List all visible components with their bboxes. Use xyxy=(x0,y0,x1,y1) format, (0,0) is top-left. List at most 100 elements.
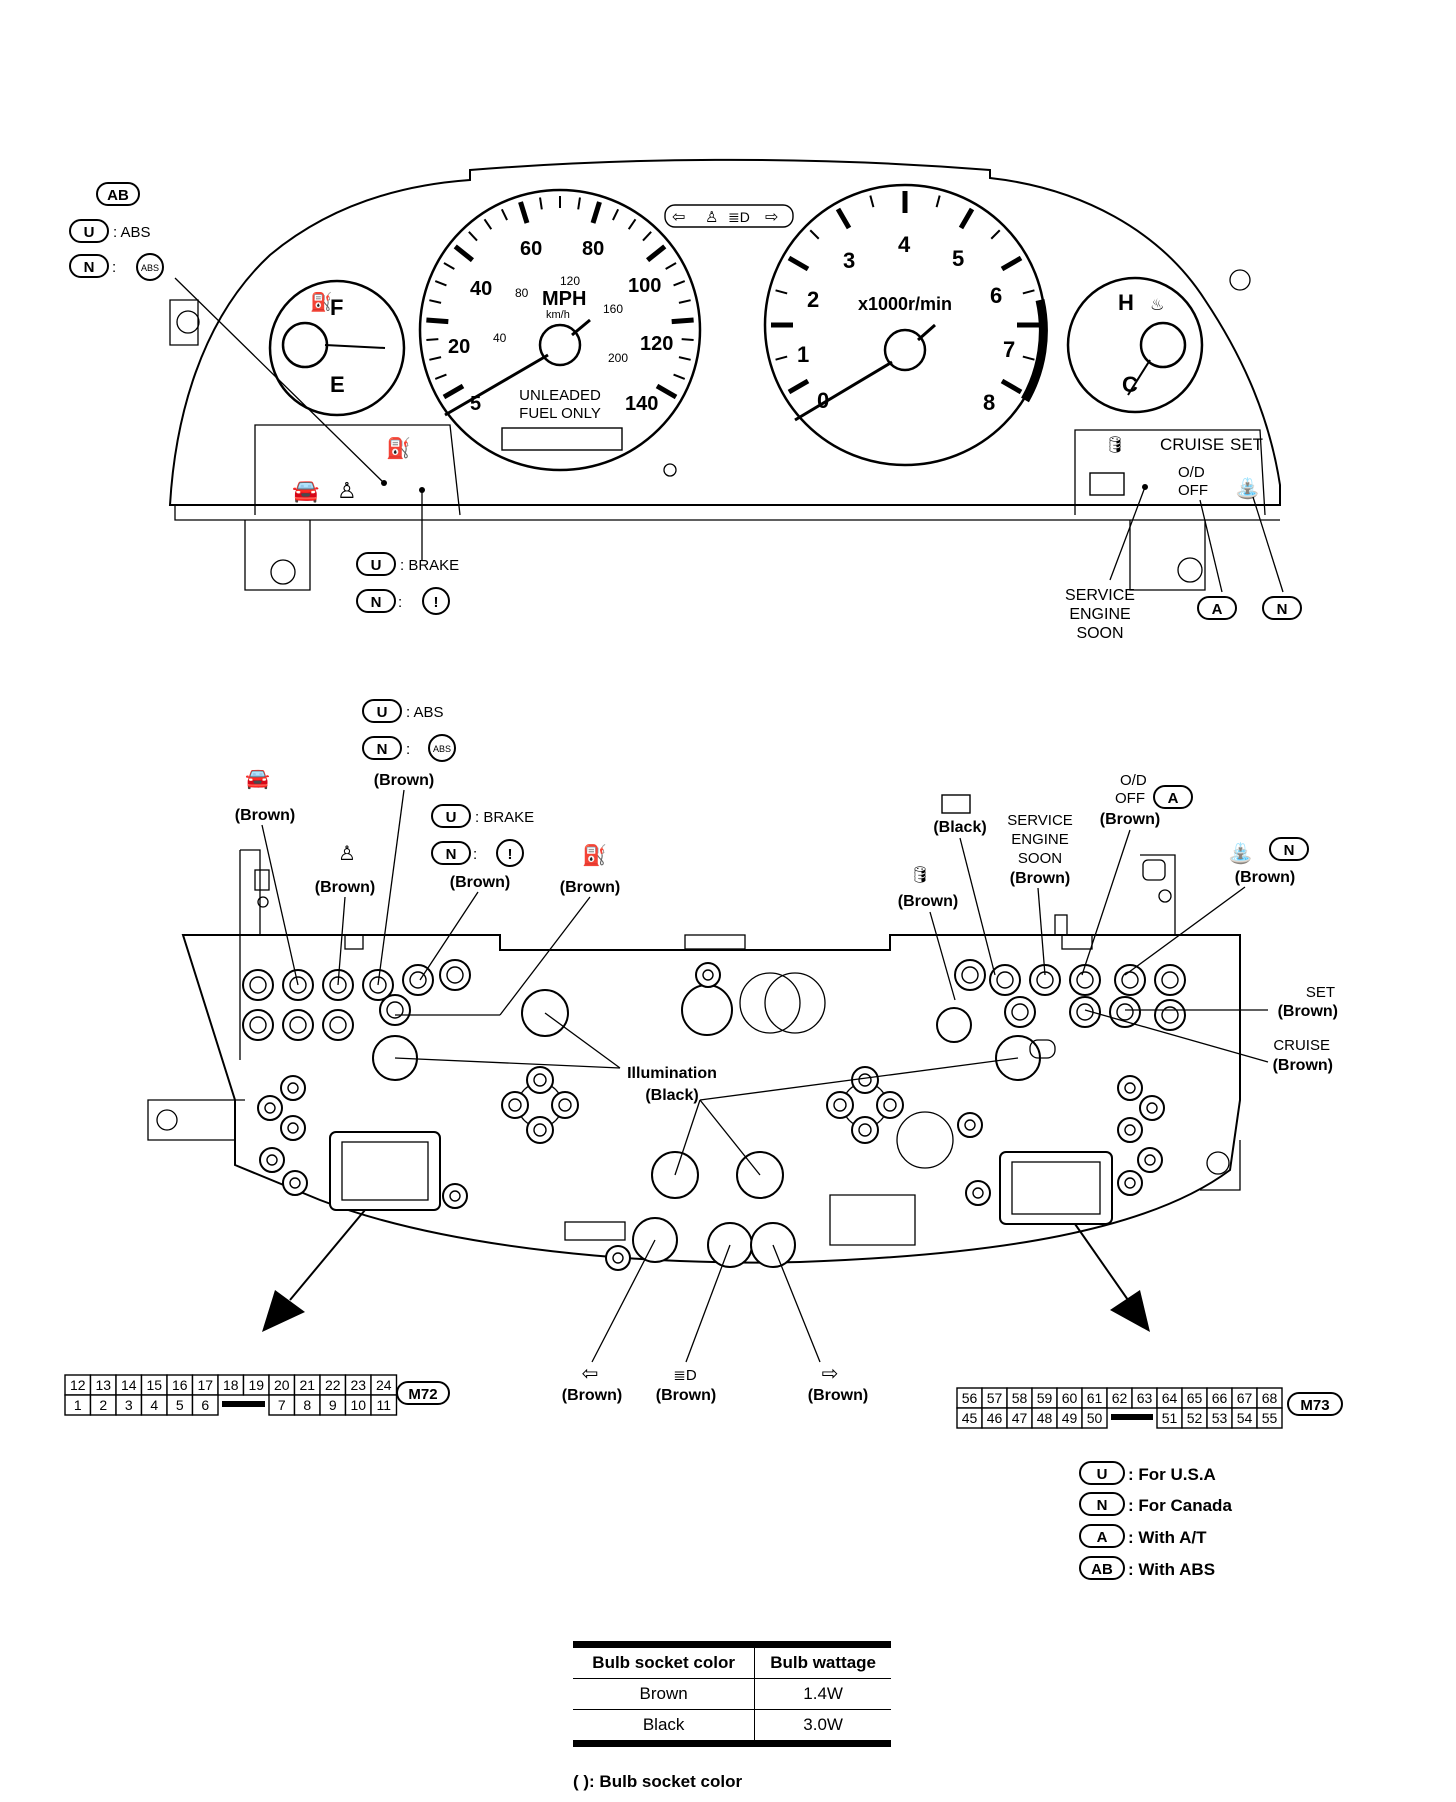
pin-number: 8 xyxy=(303,1397,311,1413)
abs-icon-text: ABS xyxy=(141,263,159,273)
bulb-socket-inner xyxy=(1076,971,1094,989)
brake-icon-circle xyxy=(422,587,450,615)
screw-boss xyxy=(1117,1170,1143,1196)
legend-badge-n-text: N xyxy=(1097,1497,1108,1514)
leader-illum-3 xyxy=(674,1099,701,1176)
tacho-label-6: 6 xyxy=(990,283,1002,308)
gauge-tick xyxy=(678,299,691,304)
badge-n-brake-rear-text: N xyxy=(446,846,457,863)
cell-brown-wattage: 1.4W xyxy=(754,1678,891,1710)
screw-boss-inner xyxy=(1124,1124,1136,1136)
unleaded-line1: UNLEADED xyxy=(519,387,601,404)
tacho-label-4: 4 xyxy=(898,232,911,257)
connector-m73-pins xyxy=(1011,1161,1101,1215)
screw-boss xyxy=(551,1091,579,1119)
bulb-socket xyxy=(1114,964,1146,996)
seatbelt-icon-rear: ♙ xyxy=(338,843,356,865)
brake-icon-text: ! xyxy=(434,594,439,611)
pin-number: 11 xyxy=(376,1397,391,1413)
speedo-unit-mph: MPH xyxy=(542,288,586,310)
left-turn-icon-rear: ⇦ xyxy=(582,1363,599,1385)
speedo-label-5: 5 xyxy=(470,393,481,415)
gauge-tick xyxy=(787,255,810,272)
brake-icon-text-rear: ! xyxy=(508,846,513,863)
gauge-tick xyxy=(775,355,788,361)
badge-n xyxy=(69,254,109,278)
abs-icon-text-rear: ABS xyxy=(433,744,451,754)
screw-boss-inner xyxy=(972,1187,984,1199)
bulb-socket xyxy=(1154,999,1186,1031)
screw-boss-inner xyxy=(508,1098,522,1112)
bulb-socket xyxy=(402,964,434,996)
gauge-tick xyxy=(1022,289,1035,295)
screw-boss-inner xyxy=(533,1123,547,1137)
pin-number: 45 xyxy=(962,1410,978,1426)
speedometer-needle-tail xyxy=(571,318,591,337)
badge-n-text: N xyxy=(84,259,95,276)
slot-top-left xyxy=(344,934,364,950)
screw-boss-inner xyxy=(287,1122,299,1134)
gauge-tick xyxy=(627,218,637,230)
pin-number: 24 xyxy=(376,1377,392,1393)
high-beam-icon-rear: ≣D xyxy=(673,1367,697,1384)
slot-top-center xyxy=(684,934,746,950)
set-label: SET xyxy=(1230,435,1263,454)
fuel-empty-label: E xyxy=(330,372,345,397)
screw-boss-inner xyxy=(612,1252,624,1264)
battery-icon-rear xyxy=(941,794,971,814)
label-left-turn-brown: (Brown) xyxy=(562,1387,622,1404)
pin-number: 65 xyxy=(1187,1390,1203,1406)
od-off-line1: O/D xyxy=(1178,464,1205,481)
gauge-tick xyxy=(673,280,686,287)
badge-a-rear-text: A xyxy=(1168,790,1179,807)
bulb-socket-inner xyxy=(289,1016,307,1034)
screw-boss xyxy=(826,1091,854,1119)
pin-number: 50 xyxy=(1087,1410,1103,1426)
connector-m72-housing xyxy=(329,1131,441,1211)
leader-illum-5 xyxy=(699,1057,1019,1101)
badge-n-abs-rear-text: N xyxy=(377,741,388,758)
bulb-socket xyxy=(242,969,274,1001)
screw-boss xyxy=(1137,1147,1163,1173)
gauge-tick xyxy=(434,373,447,380)
screw-boss-inner xyxy=(1144,1154,1156,1166)
gauge-tick xyxy=(1000,255,1023,272)
bulb-socket-inner xyxy=(289,976,307,994)
coolant-temp-icon: ♨ xyxy=(1150,297,1164,314)
screw-boss xyxy=(280,1075,306,1101)
gauge-tick xyxy=(775,289,788,295)
rear-housing-inner xyxy=(234,1099,245,1165)
pin-number: 3 xyxy=(125,1397,133,1413)
legend-badge-n xyxy=(1079,1492,1125,1516)
brake-label-rear: : BRAKE xyxy=(475,809,534,826)
illumination-socket-center-top xyxy=(681,984,733,1036)
badge-u-brake-text: U xyxy=(371,557,382,574)
unleaded-line2: FUEL ONLY xyxy=(519,405,601,422)
speedo-label-20: 20 xyxy=(448,336,470,358)
gauge-tick xyxy=(612,208,620,221)
badge-n-brake-text: N xyxy=(371,594,382,611)
gauge-tick xyxy=(434,280,447,287)
badge-ab-text: AB xyxy=(107,187,129,204)
speedo-label-60: 60 xyxy=(520,238,542,260)
leader-illum-1 xyxy=(544,1012,621,1069)
mount-hole-left xyxy=(176,310,200,334)
temperature-gauge-hub xyxy=(1139,321,1187,369)
label-abs-brown: (Brown) xyxy=(374,772,434,789)
connector-m73-housing xyxy=(999,1151,1113,1225)
screw-boss xyxy=(257,1095,283,1121)
screw-boss-inner xyxy=(858,1123,872,1137)
screw-boss-inner xyxy=(449,1190,461,1202)
pin-number: 46 xyxy=(987,1410,1003,1426)
screw-boss xyxy=(259,1147,285,1173)
screw-boss-inner xyxy=(1124,1082,1136,1094)
screw-boss-inner xyxy=(833,1098,847,1112)
kmh-label-80: 80 xyxy=(515,286,529,300)
screw-boss-inner xyxy=(558,1098,572,1112)
mount-tab-bottom-left xyxy=(244,520,311,591)
pin-number: 14 xyxy=(121,1377,137,1393)
low-fuel-icon: ⛽ xyxy=(386,436,411,460)
label-high-beam-brown: (Brown) xyxy=(656,1387,716,1404)
badge-m72 xyxy=(396,1381,450,1405)
